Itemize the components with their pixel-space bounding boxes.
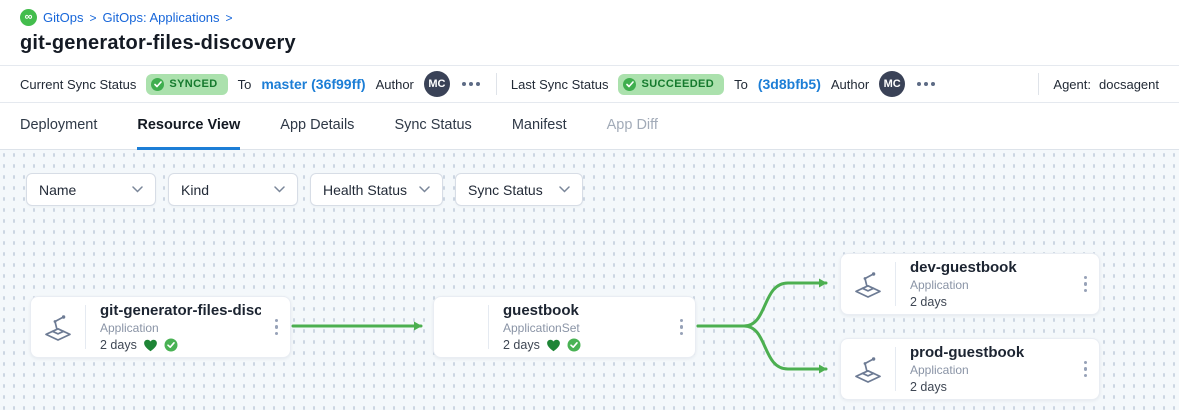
tab-sync-status[interactable]: Sync Status bbox=[394, 117, 472, 133]
node-title: guestbook bbox=[503, 302, 579, 319]
breadcrumb-separator: > bbox=[225, 10, 233, 25]
name-filter-dropdown[interactable]: Name bbox=[26, 173, 156, 206]
check-circle-icon bbox=[623, 77, 637, 91]
application-resource-icon bbox=[841, 355, 895, 384]
current-sync-status-label: Current Sync Status bbox=[20, 76, 137, 92]
edge-guestbook-to-dev bbox=[696, 278, 828, 328]
synced-status-badge: SYNCED bbox=[146, 73, 228, 95]
node-kind: Application bbox=[100, 321, 159, 335]
tab-app-diff[interactable]: App Diff bbox=[606, 117, 658, 133]
divider bbox=[488, 305, 489, 349]
divider bbox=[85, 305, 86, 349]
more-options-icon[interactable] bbox=[460, 78, 482, 90]
breadcrumb-link-gitops[interactable]: GitOps bbox=[43, 10, 84, 25]
node-title: git-generator-files-disco... bbox=[100, 302, 261, 319]
graph-node-dev-guestbook[interactable]: dev-guestbook Application 2 days bbox=[840, 253, 1100, 315]
divider bbox=[895, 347, 896, 391]
agent-group: Agent: docsagent bbox=[1038, 73, 1159, 95]
gitops-infinity-icon: ∞ bbox=[20, 9, 37, 26]
filter-label: Name bbox=[39, 181, 77, 198]
last-revision-link[interactable]: (3d8bfb5) bbox=[757, 76, 821, 92]
chevron-down-icon bbox=[559, 186, 570, 193]
tab-bar: Deployment Resource View App Details Syn… bbox=[0, 103, 1179, 150]
node-menu-kebab-icon[interactable] bbox=[1078, 355, 1100, 384]
current-revision-link[interactable]: master (36f99ff) bbox=[261, 76, 366, 92]
agent-label: Agent: bbox=[1053, 76, 1091, 92]
breadcrumb-separator: > bbox=[89, 10, 97, 25]
tab-deployment[interactable]: Deployment bbox=[20, 117, 98, 133]
badge-label: SUCCEEDED bbox=[641, 78, 715, 90]
node-menu-kebab-icon[interactable] bbox=[1078, 270, 1100, 299]
divider bbox=[895, 262, 896, 306]
badge-label: SYNCED bbox=[169, 78, 218, 90]
tab-app-details[interactable]: App Details bbox=[280, 117, 355, 133]
last-sync-status-group: Last Sync Status SUCCEEDED To (3d8bfb5) … bbox=[511, 71, 937, 97]
tab-manifest[interactable]: Manifest bbox=[511, 117, 567, 133]
filter-label: Kind bbox=[181, 181, 210, 198]
sync-check-icon bbox=[567, 338, 581, 352]
graph-node-git-generator-files-discovery[interactable]: git-generator-files-disco... Application… bbox=[30, 296, 291, 358]
node-age: 2 days bbox=[910, 380, 947, 394]
author-avatar[interactable]: MC bbox=[423, 71, 450, 97]
filter-bar: Name Kind Health Status Sync Status bbox=[26, 173, 583, 206]
kind-filter-dropdown[interactable]: Kind bbox=[168, 173, 298, 206]
page-header: ∞ GitOps > GitOps: Applications > git-ge… bbox=[0, 0, 1179, 65]
tab-resource-view[interactable]: Resource View bbox=[137, 103, 241, 150]
check-circle-icon bbox=[151, 77, 165, 91]
divider bbox=[1038, 73, 1040, 95]
current-sync-status-group: Current Sync Status SYNCED To master (36… bbox=[20, 71, 482, 97]
graph-node-prod-guestbook[interactable]: prod-guestbook Application 2 days bbox=[840, 338, 1100, 400]
succeeded-status-badge: SUCCEEDED bbox=[618, 73, 725, 95]
resource-graph-canvas[interactable]: Name Kind Health Status Sync Status bbox=[0, 150, 1179, 410]
node-title: prod-guestbook bbox=[910, 344, 1025, 361]
edge-guestbook-to-prod bbox=[696, 324, 828, 374]
node-age: 2 days bbox=[503, 338, 540, 352]
graph-node-guestbook[interactable]: guestbook ApplicationSet 2 days bbox=[433, 296, 696, 358]
health-heart-icon bbox=[546, 339, 560, 351]
node-age: 2 days bbox=[910, 295, 947, 309]
author-avatar[interactable]: MC bbox=[879, 71, 906, 97]
author-label: Author bbox=[375, 76, 414, 92]
status-bar: Current Sync Status SYNCED To master (36… bbox=[0, 65, 1179, 103]
more-options-icon[interactable] bbox=[915, 78, 937, 90]
last-sync-status-label: Last Sync Status bbox=[510, 76, 609, 92]
sync-check-icon bbox=[164, 338, 178, 352]
chevron-down-icon bbox=[132, 186, 143, 193]
node-kind: Application bbox=[910, 278, 969, 292]
page-title: git-generator-files-discovery bbox=[20, 32, 296, 54]
divider bbox=[495, 73, 497, 95]
node-menu-kebab-icon[interactable] bbox=[269, 313, 291, 342]
filter-label: Health Status bbox=[323, 181, 408, 198]
chevron-down-icon bbox=[274, 186, 285, 193]
to-label: To bbox=[734, 76, 748, 92]
health-heart-icon bbox=[143, 339, 157, 351]
agent-value: docsagent bbox=[1099, 76, 1159, 92]
chevron-down-icon bbox=[419, 186, 430, 193]
application-resource-icon bbox=[31, 313, 85, 342]
node-kind: Application bbox=[910, 363, 969, 377]
health-status-filter-dropdown[interactable]: Health Status bbox=[310, 173, 443, 206]
node-kind: ApplicationSet bbox=[503, 321, 580, 335]
node-age: 2 days bbox=[100, 338, 137, 352]
author-label: Author bbox=[830, 76, 870, 92]
filter-label: Sync Status bbox=[468, 181, 543, 198]
to-label: To bbox=[237, 76, 252, 92]
sync-status-filter-dropdown[interactable]: Sync Status bbox=[455, 173, 583, 206]
application-resource-icon bbox=[841, 270, 895, 299]
node-menu-kebab-icon[interactable] bbox=[674, 313, 696, 342]
breadcrumb-link-applications[interactable]: GitOps: Applications bbox=[102, 10, 220, 25]
node-title: dev-guestbook bbox=[910, 259, 1017, 276]
breadcrumb: ∞ GitOps > GitOps: Applications > bbox=[20, 9, 1159, 26]
